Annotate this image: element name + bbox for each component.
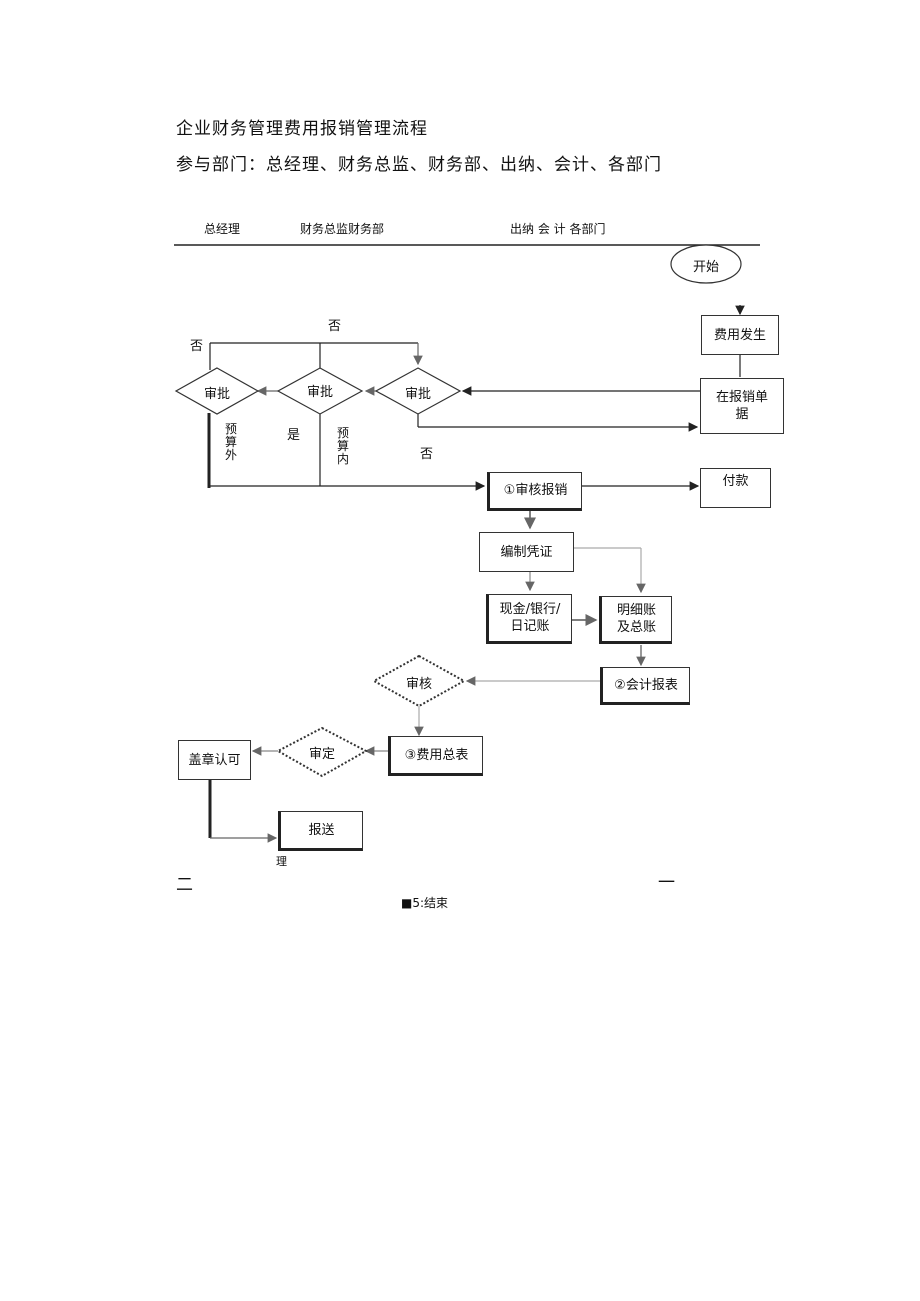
voucher-box: 编制凭证	[479, 532, 574, 572]
label-in-budget: 预算内	[336, 426, 349, 466]
label-li: 理	[276, 855, 287, 868]
label-no-top: 否	[328, 319, 342, 334]
footer-right-mark: 一	[658, 873, 675, 893]
pay-box: 付款	[700, 468, 771, 508]
cash-bank-journal-box: 现金/银行/日记账	[486, 594, 572, 644]
submit-box: 报送	[278, 811, 363, 851]
approve-cfo-diamond	[276, 367, 364, 415]
label-no-left: 否	[190, 339, 204, 354]
label-no-below: 否	[420, 447, 434, 462]
approve-fin-diamond	[374, 367, 462, 415]
start-oval	[670, 244, 742, 284]
accounting-report-box: ②会计报表	[600, 667, 690, 705]
label-yes: 是	[287, 428, 301, 443]
finalize-label: 审定	[308, 747, 335, 762]
finalize-diamond	[275, 726, 369, 778]
expense-summary-box: ③费用总表	[388, 736, 483, 776]
stamp-approve-box: 盖章认可	[178, 740, 251, 780]
approve-gm-diamond	[174, 367, 260, 415]
lane-cfo-finance: 财务总监财务部	[300, 222, 385, 236]
audit-label: 审核	[405, 677, 432, 692]
end-node: ■5:结束	[401, 896, 449, 910]
approve-gm-label: 审批	[203, 387, 230, 402]
start-node: 开始	[692, 260, 719, 275]
page-title: 企业财务管理费用报销管理流程	[176, 119, 428, 139]
lane-cashier-accounting-departments: 出纳 会 计 各部门	[510, 222, 606, 236]
approve-cfo-label: 审批	[306, 385, 333, 400]
audit-reimburse-box: ①审核报销	[487, 472, 582, 511]
participating-departments: 参与部门：总经理、财务总监、财务部、出纳、会计、各部门	[176, 155, 662, 175]
footer-left-mark: 二	[176, 875, 193, 895]
ledger-box: 明细账及总账	[599, 596, 672, 644]
expense-occurs-box: 费用发生	[701, 315, 779, 355]
audit-diamond	[371, 654, 467, 708]
approve-fin-label: 审批	[404, 387, 431, 402]
lane-general-manager: 总经理	[204, 222, 241, 236]
label-out-of-budget: 预算外	[224, 422, 237, 462]
fill-form-box: 在报销单据	[700, 378, 784, 434]
